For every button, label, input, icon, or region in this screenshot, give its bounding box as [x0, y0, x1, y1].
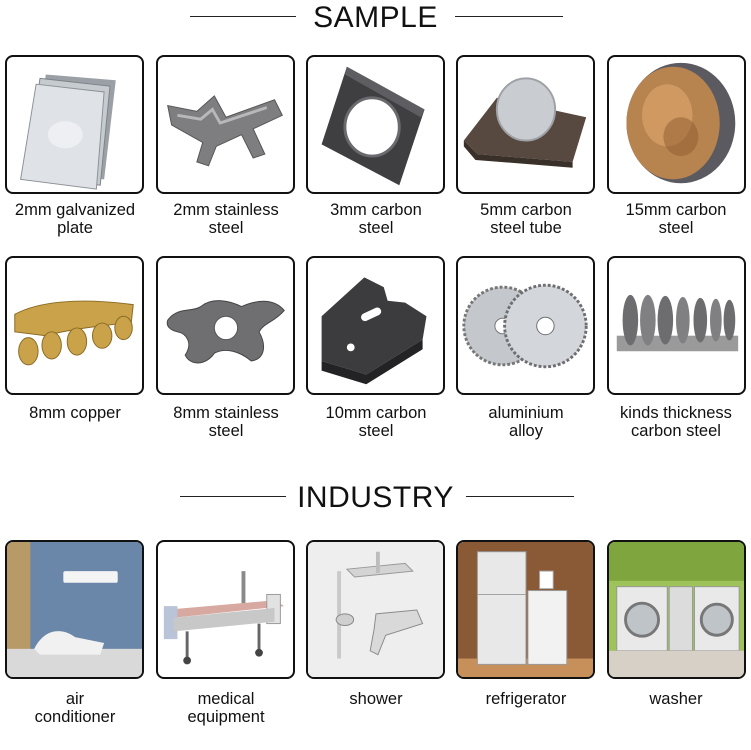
bracket-block-icon — [321, 277, 427, 385]
caption-copper: 8mm copper — [29, 404, 121, 422]
caption-washer: washer — [649, 690, 703, 708]
thick-disc-icon — [626, 62, 736, 184]
sample-tile-copper — [5, 256, 144, 395]
industry-tile-washer — [607, 540, 746, 679]
saw-blade-icon — [462, 283, 588, 369]
industry-tile-medical — [156, 540, 295, 679]
washer-icon — [609, 542, 744, 677]
industry-header: INDUSTRY — [0, 480, 751, 520]
refrigerator-icon — [458, 542, 593, 677]
sample-tile-saw-blade — [456, 256, 595, 395]
sample-title: SAMPLE — [313, 1, 438, 34]
sample-tile-flange — [156, 256, 295, 395]
stacked-discs-icon — [616, 294, 739, 352]
hospital-bed-icon — [163, 571, 285, 665]
industry-tile-shower — [306, 540, 445, 679]
sample-tile-thick-disc — [607, 55, 746, 194]
industry-title: INDUSTRY — [297, 481, 454, 514]
galvanized-plate-icon — [20, 74, 116, 190]
air-conditioner-icon — [7, 542, 142, 677]
plate-with-disc-icon — [463, 77, 587, 168]
flange-part-icon — [166, 300, 285, 364]
caption-refrigerator: refrigerator — [485, 690, 567, 708]
header-rule-right — [455, 16, 563, 17]
sample-tile-plate-disc — [456, 55, 595, 194]
stainless-cut-part-icon — [167, 95, 283, 167]
sample-header: SAMPLE — [0, 0, 751, 40]
shower-icon — [308, 542, 443, 677]
sample-tile-galvanized-plate — [5, 55, 144, 194]
copper-parts-icon — [14, 300, 134, 366]
sample-tile-square-plate — [306, 55, 445, 194]
square-plate-hole-icon — [321, 66, 425, 186]
header-rule-left — [190, 16, 296, 17]
sample-tile-bracket — [306, 256, 445, 395]
sample-tile-stainless-part — [156, 55, 295, 194]
industry-tile-air-conditioner — [5, 540, 144, 679]
header-rule-right — [466, 496, 574, 497]
header-rule-left — [180, 496, 286, 497]
caption-shower: shower — [349, 690, 403, 708]
industry-tile-refrigerator — [456, 540, 595, 679]
sample-tile-stacked-discs — [607, 256, 746, 395]
